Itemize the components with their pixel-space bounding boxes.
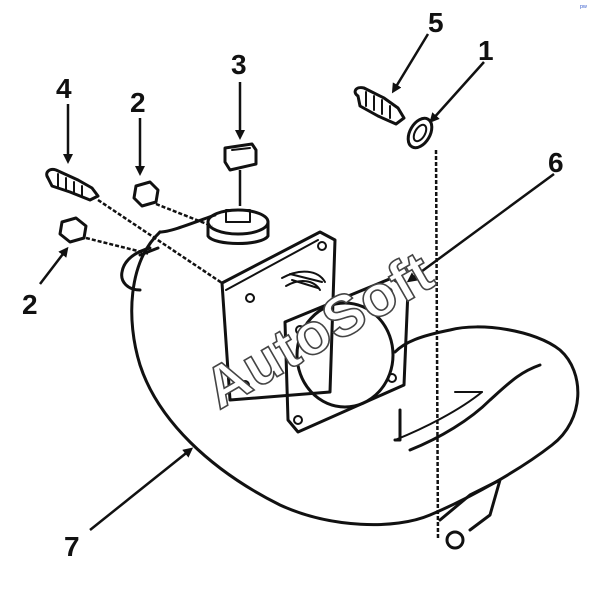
callout-4: 4 <box>56 73 72 104</box>
hex-nut-lower <box>58 216 151 256</box>
callout-3: 3 <box>231 49 247 80</box>
callout-2-top: 2 <box>130 87 146 118</box>
callout-5: 5 <box>428 7 444 38</box>
callout-6: 6 <box>548 147 564 178</box>
callout-7: 7 <box>64 531 80 562</box>
callout-2-left: 2 <box>22 289 38 320</box>
sealing-washer <box>406 116 440 541</box>
elbow-fitting <box>353 86 406 126</box>
callout-arrows <box>39 33 555 531</box>
elbow-body <box>120 208 580 550</box>
hex-nut-upper <box>132 180 213 228</box>
corner-mark: ᵖʷ <box>580 3 587 12</box>
pipe-plug <box>223 142 258 206</box>
callout-1: 1 <box>478 35 494 66</box>
union-fitting <box>45 168 223 285</box>
